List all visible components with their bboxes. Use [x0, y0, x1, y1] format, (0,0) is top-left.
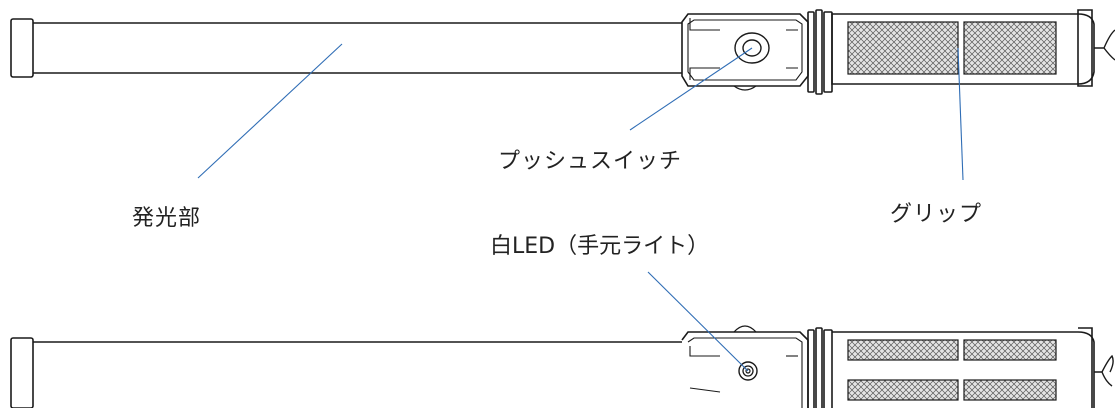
leader-lines: [197, 43, 964, 372]
leader-line-white-led: [647, 271, 749, 372]
grip-pad-top-2: [963, 21, 1057, 75]
grip-pad-bottom-1: [847, 339, 959, 361]
label-white-led: 白LED（手元ライト）: [490, 234, 710, 259]
label-light-section: 発光部: [132, 206, 202, 231]
collar-rings-top: [807, 9, 833, 95]
end-cap-top: [10, 18, 34, 78]
end-cap-bottom: [10, 337, 34, 408]
label-grip: グリップ: [890, 202, 983, 227]
grip-end-bottom: [1078, 327, 1093, 408]
lanyard-bottom: [1094, 354, 1114, 387]
grip-pad-top-1: [847, 21, 959, 75]
grip-pad-bottom-2: [963, 339, 1057, 361]
grip-pad-bottom-4: [963, 379, 1057, 401]
grip-pad-bottom-3: [847, 379, 959, 401]
lanyard-top: [1094, 29, 1115, 61]
grip-body-top: [831, 13, 1095, 85]
white-led-lens: [738, 361, 758, 381]
collar-rings-bottom: [807, 327, 833, 408]
leader-line-push-switch: [629, 47, 753, 131]
label-push-switch: プッシュスイッチ: [498, 149, 683, 174]
grip-body-bottom: [832, 331, 1095, 408]
baton-top-view: [10, 9, 1115, 95]
leader-line-light-section: [197, 43, 343, 179]
light-tube-top: [33, 22, 682, 74]
baton-bottom-view: [10, 325, 1114, 408]
leader-line-grip: [957, 47, 964, 181]
push-switch-button: [734, 32, 770, 64]
grip-end-top: [1077, 9, 1093, 87]
